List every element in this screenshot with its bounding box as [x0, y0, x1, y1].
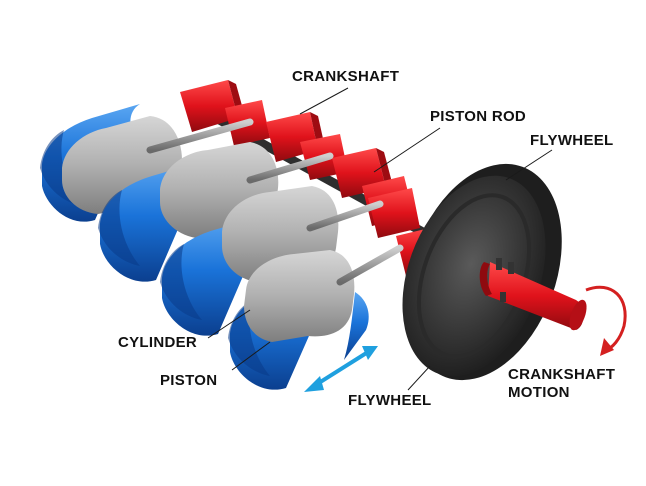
leader-cylinder	[207, 309, 251, 339]
output-shaft	[479, 258, 587, 331]
leader-crankshaft	[299, 87, 349, 115]
label-crankshaft-motion-line2: MOTION	[508, 384, 570, 401]
crankshaft-motion-arrow	[585, 285, 627, 356]
leader-piston	[231, 341, 271, 371]
piston-motion-arrow	[304, 346, 378, 392]
piston-rod-4	[336, 244, 404, 286]
label-crankshaft: CRANKSHAFT	[292, 68, 400, 85]
leader-lines	[207, 87, 553, 391]
label-flywheel-bottom: FLYWHEEL	[348, 392, 432, 409]
leader-flywheel-top	[505, 149, 553, 181]
label-piston: PISTON	[160, 372, 218, 389]
label-cylinder: CYLINDER	[118, 334, 198, 351]
piston-rod-2	[246, 152, 334, 184]
label-flywheel-top: FLYWHEEL	[530, 132, 614, 149]
piston-rod-3	[306, 200, 384, 232]
label-crankshaft-motion-line1: CRANKSHAFT	[508, 366, 616, 383]
piston-4	[244, 250, 355, 342]
piston-rod-1	[146, 118, 254, 154]
leader-piston-rod	[373, 127, 441, 173]
label-piston-rod: PISTON ROD	[430, 108, 527, 125]
leader-flywheel-bottom	[407, 365, 431, 391]
crank-segment	[368, 188, 420, 238]
